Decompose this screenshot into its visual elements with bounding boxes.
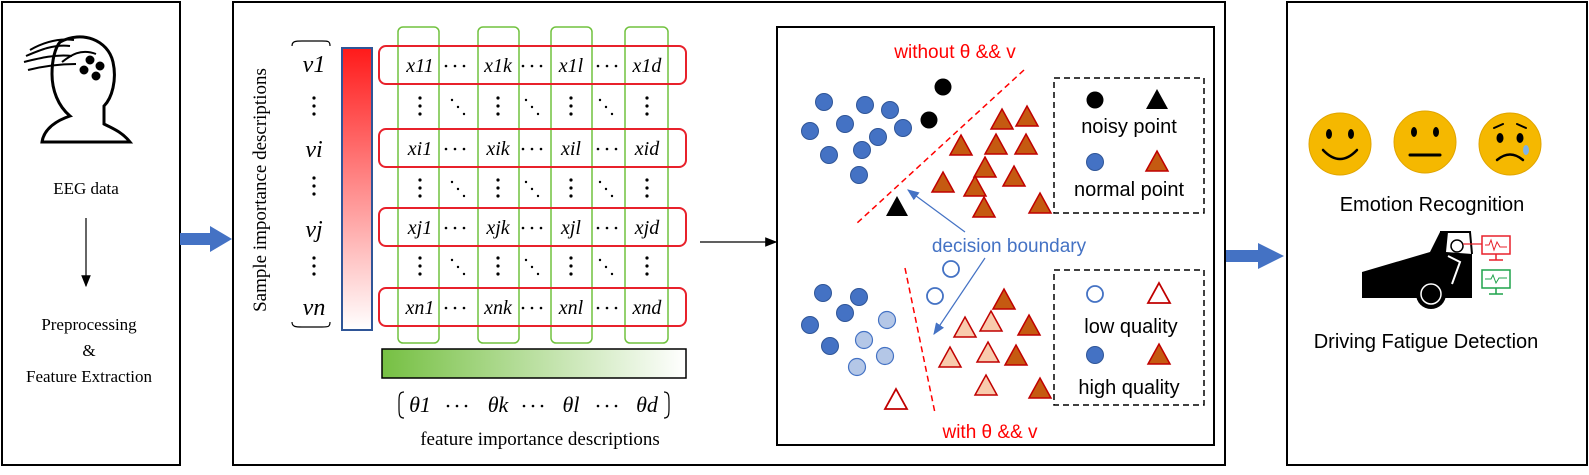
sample-weight-vn: vn	[303, 295, 326, 321]
sample-weights: v1 vi vj vn	[303, 52, 326, 321]
feature-weight-thetak: θk	[488, 392, 510, 417]
bottom-red-triangles	[991, 287, 1053, 399]
legend-low-triangle-icon	[1146, 281, 1172, 304]
row-boxes	[378, 45, 687, 327]
entry-xn1: xn1	[405, 297, 435, 319]
feature-weight-thetal: θl	[563, 392, 580, 417]
column-boxes	[397, 26, 669, 344]
flow-arrow-2	[1226, 243, 1284, 269]
legend-noisy-circle-icon	[1086, 91, 1104, 109]
top-blue-points	[801, 93, 912, 184]
noisy-triangle	[886, 196, 908, 216]
feature-weights: θ1 θk θl θd	[409, 392, 659, 417]
legend-low-label: low quality	[1084, 316, 1177, 338]
bottom-hollow-points	[926, 260, 960, 305]
column-box-d	[624, 26, 669, 344]
eeg-monitor-red-icon	[1481, 235, 1511, 261]
eeg-monitor-green-icon	[1481, 269, 1511, 295]
row-box-i	[378, 128, 687, 168]
driver-in-car-icon	[1362, 231, 1482, 309]
feature-weight-hdots	[446, 404, 618, 408]
entry-xil: xil	[560, 138, 581, 160]
bottom-light-blue-points	[847, 310, 897, 377]
neutral-face-icon	[1393, 110, 1457, 174]
decision-boundary-bottom	[904, 267, 936, 414]
bottom-light-triangles	[937, 309, 1004, 396]
eeg-data-label: EEG data	[53, 179, 119, 198]
matrix-inner-dots	[418, 96, 649, 276]
legend-high-circle-icon	[1086, 346, 1104, 364]
entry-x1l: x1l	[558, 55, 584, 77]
legend-high-triangle-icon	[1146, 342, 1172, 365]
entry-xjk: xjk	[485, 217, 510, 239]
feature-importance-bar	[381, 348, 687, 379]
entry-xik: xik	[485, 138, 510, 160]
entry-xj1: xj1	[407, 217, 432, 239]
legend-noisy-triangle-icon	[1146, 89, 1168, 109]
boundary-arrow-top	[907, 189, 966, 233]
legend-noisy-label: noisy point	[1081, 116, 1177, 138]
feature-weights-right-bracket	[663, 391, 670, 419]
applications-panel	[1286, 1, 1588, 466]
feature-weight-thetad: θd	[636, 392, 659, 417]
decision-boundary-label: decision boundary	[932, 236, 1087, 257]
sample-weights-bottom-bracket	[291, 321, 331, 328]
legend-normal-circle-icon	[1086, 153, 1104, 171]
column-box-l	[550, 26, 593, 344]
legend-normal-triangle-icon	[1144, 149, 1170, 172]
row-box-n	[378, 287, 687, 327]
sample-weights-top-bracket	[291, 40, 331, 47]
happy-face-icon	[1308, 112, 1372, 176]
feature-weight-theta1: θ1	[409, 392, 431, 417]
flow-arrow-1	[180, 226, 232, 252]
entry-xjd: xjd	[634, 217, 660, 239]
preprocessing-label: Preprocessing	[41, 315, 137, 334]
legend-normal-label: normal point	[1074, 179, 1185, 201]
title-without: without θ && v	[893, 42, 1016, 63]
driving-fatigue-label: Driving Fatigue Detection	[1314, 331, 1539, 353]
sample-weight-v1: v1	[303, 52, 326, 78]
entry-x1k: x1k	[483, 55, 513, 77]
entry-xi1: xi1	[407, 138, 432, 160]
legend-noisy-normal	[1053, 77, 1205, 214]
sample-weight-vj: vj	[305, 217, 323, 243]
feature-extraction-label: Feature Extraction	[26, 367, 153, 386]
matrix-row-hdots	[444, 64, 618, 310]
feature-weights-left-bracket	[398, 391, 405, 419]
top-noisy-circles	[920, 78, 952, 129]
sample-axis-label: Sample importance descriptions	[250, 68, 271, 312]
title-with: with θ && v	[941, 422, 1038, 443]
worried-face-icon	[1478, 112, 1542, 176]
legend-high-label: high quality	[1078, 377, 1179, 399]
row-box-1	[378, 45, 687, 85]
decision-boundary-top	[855, 69, 1025, 225]
eeg-panel	[1, 1, 181, 466]
entry-xnk: xnk	[483, 297, 513, 319]
row-box-j	[378, 207, 687, 247]
bottom-hollow-triangles	[883, 387, 909, 410]
legend-quality	[1053, 269, 1205, 406]
entry-x1d: x1d	[632, 55, 663, 77]
entry-xjl: xjl	[560, 217, 581, 239]
entry-x11: x11	[405, 55, 433, 77]
head-with-electrodes-icon	[23, 35, 134, 144]
legend-low-circle-icon	[1086, 285, 1104, 303]
sample-weight-vi: vi	[305, 137, 322, 163]
boundary-arrow-bottom	[933, 257, 986, 335]
ampersand-label: &	[82, 341, 95, 360]
entry-xnd: xnd	[632, 297, 663, 319]
sample-weight-vdots	[312, 96, 316, 276]
matrix-entries: x11 x1k x1l x1d xi1 xik xil xid xj1 xjk …	[405, 55, 663, 319]
column-box-k	[477, 26, 520, 344]
emotion-recognition-label: Emotion Recognition	[1340, 194, 1525, 216]
scatter-panel	[776, 26, 1215, 446]
bottom-blue-points	[801, 284, 868, 355]
sample-importance-bar	[341, 47, 373, 331]
feature-axis-label: feature importance descriptions	[420, 429, 660, 450]
entry-xnl: xnl	[558, 297, 584, 319]
top-red-triangles	[930, 104, 1053, 218]
entry-xid: xid	[634, 138, 660, 160]
column-box-1	[397, 26, 440, 344]
